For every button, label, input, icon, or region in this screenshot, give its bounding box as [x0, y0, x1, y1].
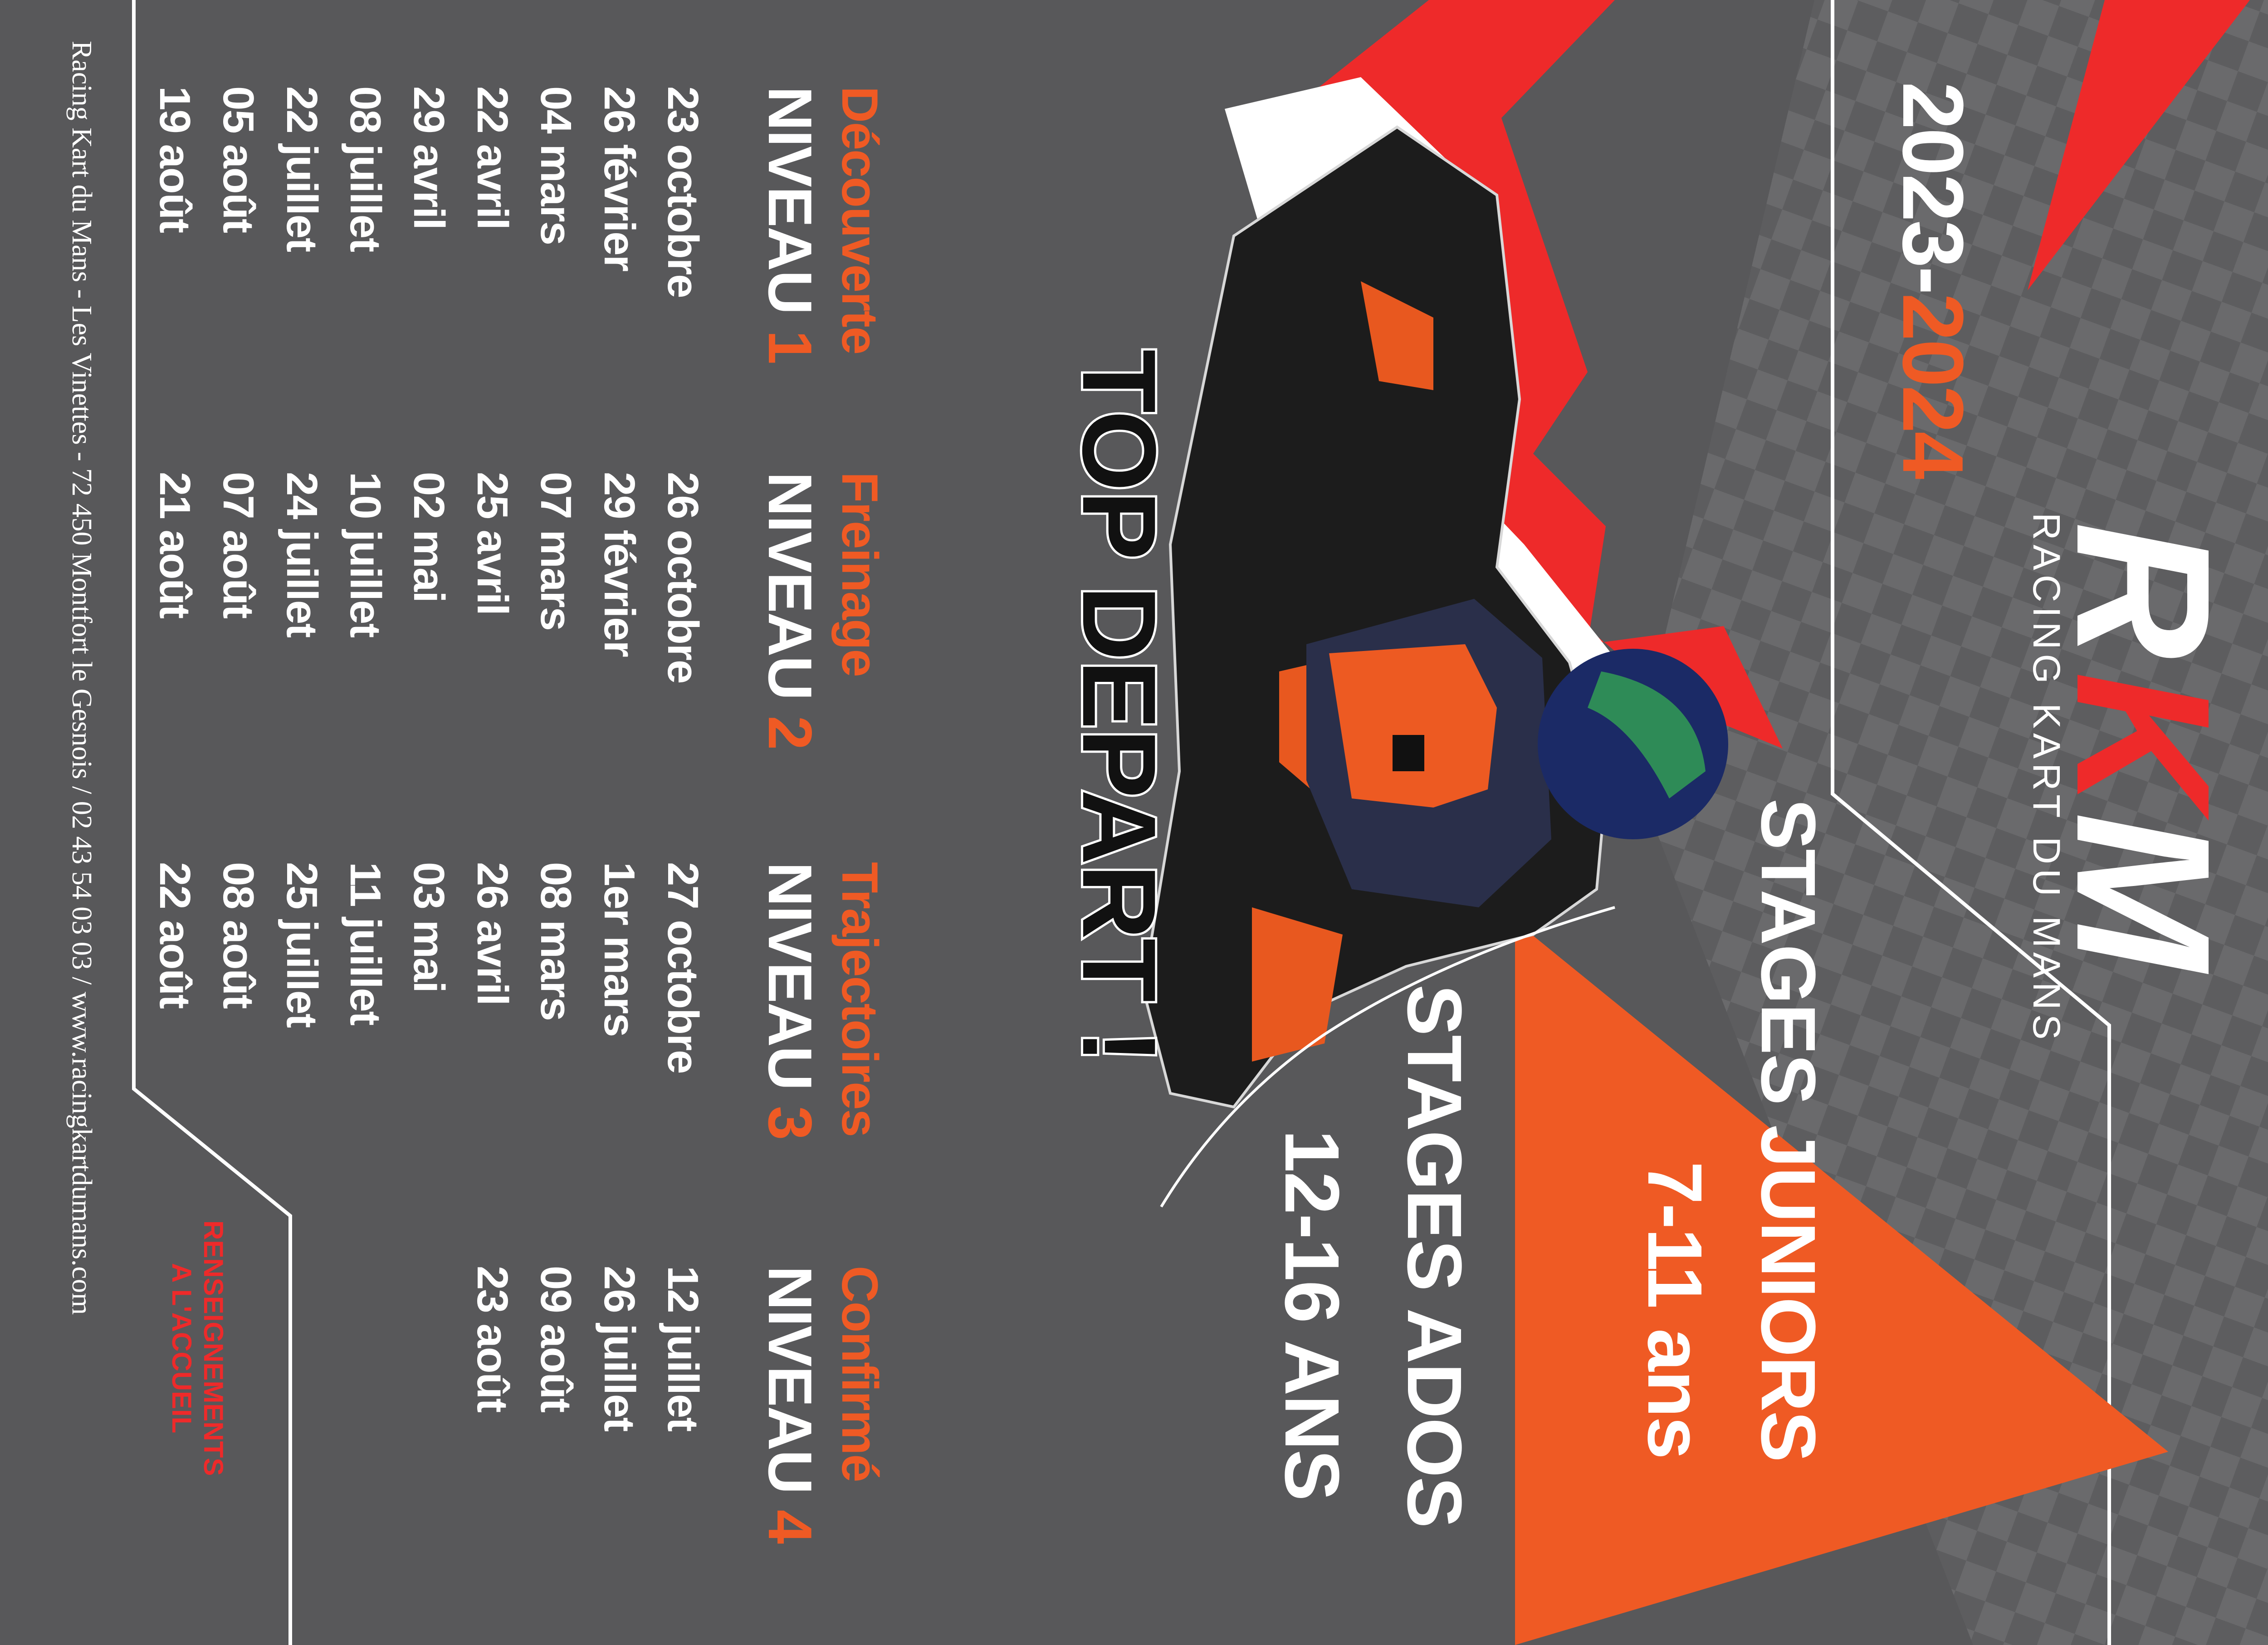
- level-1-date: 23 octobre: [659, 86, 707, 298]
- level-1-date: 19 août: [151, 86, 199, 233]
- level-3-date: 03 mai: [405, 862, 453, 992]
- level-3-date: 08 août: [214, 862, 263, 1009]
- level-3-date: 26 avril: [468, 862, 517, 1005]
- level-3-date: 11 juillet: [341, 862, 390, 1025]
- level-4-date: 26 juillet: [595, 1266, 644, 1431]
- stages-juniors-title: STAGES JUNIORS: [1745, 798, 1831, 1462]
- kart-orange-panel-2: [1252, 907, 1343, 1062]
- level-2-date: 29 février: [595, 472, 644, 656]
- helmet: [1538, 649, 1728, 839]
- left-frame-line: [132, 0, 292, 1645]
- vest-logo: [1393, 735, 1424, 771]
- level-1-date: 22 juillet: [278, 86, 326, 252]
- rkm-logo: R K M: [2037, 522, 2249, 976]
- level-1-label: NIVEAU 1: [755, 86, 826, 363]
- level-3-date: 22 août: [151, 862, 199, 1009]
- level-2-date: 02 mai: [405, 472, 453, 602]
- level-label-text: NIVEAU: [756, 1266, 825, 1510]
- brand-name: RACING KART DU MANS: [2025, 513, 2068, 1044]
- stages-ados-age: 12-16 ANS: [1269, 1130, 1355, 1500]
- season-end: 2024: [1885, 293, 1981, 478]
- kart-orange-panel-3: [1361, 281, 1433, 390]
- level-2-name: Freinage: [831, 472, 888, 676]
- season-years: 2023-2024: [1883, 82, 1982, 478]
- footer-address: Racing Kart du Mans - Les Vinettes - 72 …: [66, 41, 97, 1315]
- level-2-label: NIVEAU 2: [755, 472, 826, 749]
- headline: TOP DEPART !: [1059, 347, 1180, 1065]
- level-3-date: 08 mars: [532, 862, 580, 1020]
- level-1-name: Découverte: [831, 86, 888, 354]
- level-3-label: NIVEAU 3: [755, 862, 826, 1139]
- level-2-date: 24 juillet: [278, 472, 326, 637]
- svg-text:M: M: [2037, 812, 2249, 976]
- frame-line: [1831, 0, 2111, 1645]
- level-4-date: 12 juillet: [659, 1266, 707, 1431]
- svg-text:K: K: [2037, 671, 2249, 823]
- level-1-date: 08 juillet: [341, 86, 390, 252]
- level-4-date: 09 août: [532, 1266, 580, 1412]
- level-2-date: 26 octobre: [659, 472, 707, 683]
- info-notice: RENSEIGNEMENTS A L'ACCUEIL: [166, 1220, 229, 1476]
- driver-vest: [1329, 644, 1497, 808]
- level-2-date: 25 avril: [468, 472, 517, 615]
- level-3-date: 27 octobre: [659, 862, 707, 1073]
- level-4-label: NIVEAU 4: [755, 1266, 826, 1543]
- season-start: 2023-: [1885, 82, 1981, 293]
- level-number: 1: [756, 330, 825, 364]
- level-label-text: NIVEAU: [756, 86, 825, 330]
- orange-triangle: [1515, 921, 2168, 1645]
- level-1-date: 29 avril: [405, 86, 453, 229]
- red-triangle: [2028, 0, 2250, 290]
- level-number: 2: [756, 715, 825, 749]
- level-number: 4: [756, 1509, 825, 1543]
- level-4-date: 23 août: [468, 1266, 517, 1412]
- level-label-text: NIVEAU: [756, 862, 825, 1106]
- level-3-name: Trajectoires: [831, 862, 888, 1136]
- level-3-date: 1er mars: [595, 862, 644, 1037]
- helmet-visor: [1588, 671, 1706, 798]
- level-1-date: 26 février: [595, 86, 644, 271]
- info-line-1: RENSEIGNEMENTS: [198, 1220, 229, 1476]
- swoosh-line: [1160, 906, 1615, 1208]
- logo-text: R: [2037, 522, 2249, 659]
- stages-juniors-age: 7-11 ans: [1632, 1161, 1718, 1459]
- level-number: 3: [756, 1106, 825, 1140]
- level-2-date: 07 août: [214, 472, 263, 618]
- level-3-date: 25 juillet: [278, 862, 326, 1028]
- level-2-date: 07 mars: [532, 472, 580, 630]
- level-1-date: 05 août: [214, 86, 263, 233]
- level-2-date: 21 août: [151, 472, 199, 618]
- level-label-text: NIVEAU: [756, 472, 825, 716]
- level-4-name: Confirmé: [831, 1266, 888, 1482]
- level-1-date: 04 mars: [532, 86, 580, 245]
- level-1-date: 22 avril: [468, 86, 517, 229]
- info-line-2: A L'ACCUEIL: [166, 1263, 197, 1434]
- stages-ados-title: STAGES ADOS: [1391, 984, 1477, 1528]
- level-2-date: 10 juillet: [341, 472, 390, 637]
